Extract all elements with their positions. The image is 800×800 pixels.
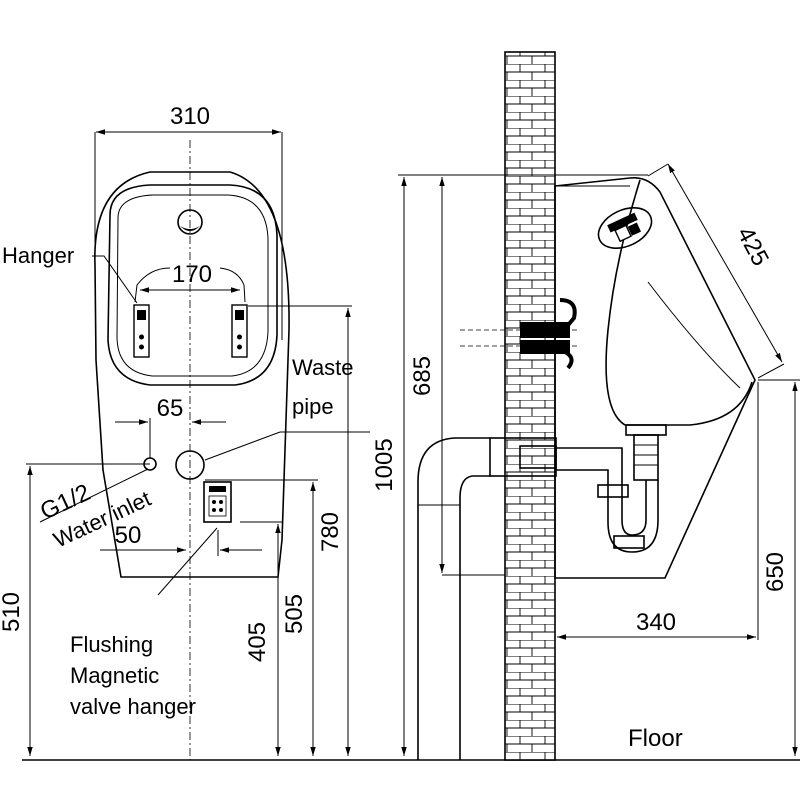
- ext-425-top: [647, 163, 669, 177]
- dim-1005-label: 1005: [371, 438, 398, 491]
- trap-nut: [597, 484, 629, 498]
- waste-pipe-circle: [175, 450, 205, 480]
- dim-405-label: 405: [244, 622, 271, 662]
- front-view: 170 Hanger 310 65 Waste: [0, 103, 370, 760]
- dim-50-label: 50: [115, 522, 142, 549]
- hanger-arc-left: [134, 267, 171, 303]
- hanger-arc-right: [219, 267, 246, 303]
- ext-425-bottom: [757, 363, 785, 379]
- side-spray-head: [597, 207, 653, 249]
- trap-pipe-outer: [555, 447, 647, 536]
- dim-170-label: 170: [172, 261, 212, 288]
- flush-label-line1: Flushing: [70, 632, 153, 657]
- side-urinal-inner: [605, 179, 753, 426]
- waste-pipe-side: [417, 437, 557, 760]
- hanger-leader: [92, 255, 138, 304]
- dim-340-label: 340: [636, 609, 676, 636]
- front-urinal-bowl: [107, 184, 278, 386]
- waste-leader-a: [204, 431, 281, 461]
- dim-425-label: 425: [731, 222, 774, 270]
- dim-510-label: 510: [0, 592, 25, 632]
- flushing-valve-box: [203, 481, 232, 523]
- waste-label-line2: pipe: [292, 394, 334, 419]
- dim-505-label: 505: [281, 594, 308, 634]
- dim-310-label: 310: [170, 103, 210, 130]
- side-urinal-body: [554, 176, 756, 579]
- hanger-left: [133, 304, 150, 358]
- dim-65-label: 65: [157, 395, 184, 422]
- dim-780-label: 780: [317, 512, 344, 552]
- front-bowl-rim: [116, 194, 269, 377]
- side-view: 1005 685 425 650 340: [371, 51, 800, 761]
- water-inlet-leader: [39, 468, 149, 523]
- waste-label-line1: Waste: [292, 355, 354, 380]
- wall-bolts: [460, 298, 580, 370]
- spray-head: [177, 209, 203, 235]
- flush-leader: [157, 527, 218, 596]
- flush-label-line2: Magnetic: [70, 663, 159, 688]
- hanger-label: Hanger: [2, 243, 74, 268]
- trap-pipe-inner: [555, 469, 659, 553]
- dim-650-label: 650: [762, 552, 789, 592]
- flush-label-line3: valve hanger: [70, 694, 196, 719]
- dim-line-425: [667, 163, 783, 363]
- floor-label: Floor: [628, 725, 683, 752]
- side-bowl-curve: [647, 281, 741, 389]
- dim-685-label: 685: [409, 356, 436, 396]
- front-urinal-body: [94, 171, 290, 578]
- trap-cap: [613, 535, 645, 549]
- hanger-right: [231, 304, 248, 358]
- brick-wall: [504, 51, 556, 761]
- waste-outlet: [625, 424, 667, 481]
